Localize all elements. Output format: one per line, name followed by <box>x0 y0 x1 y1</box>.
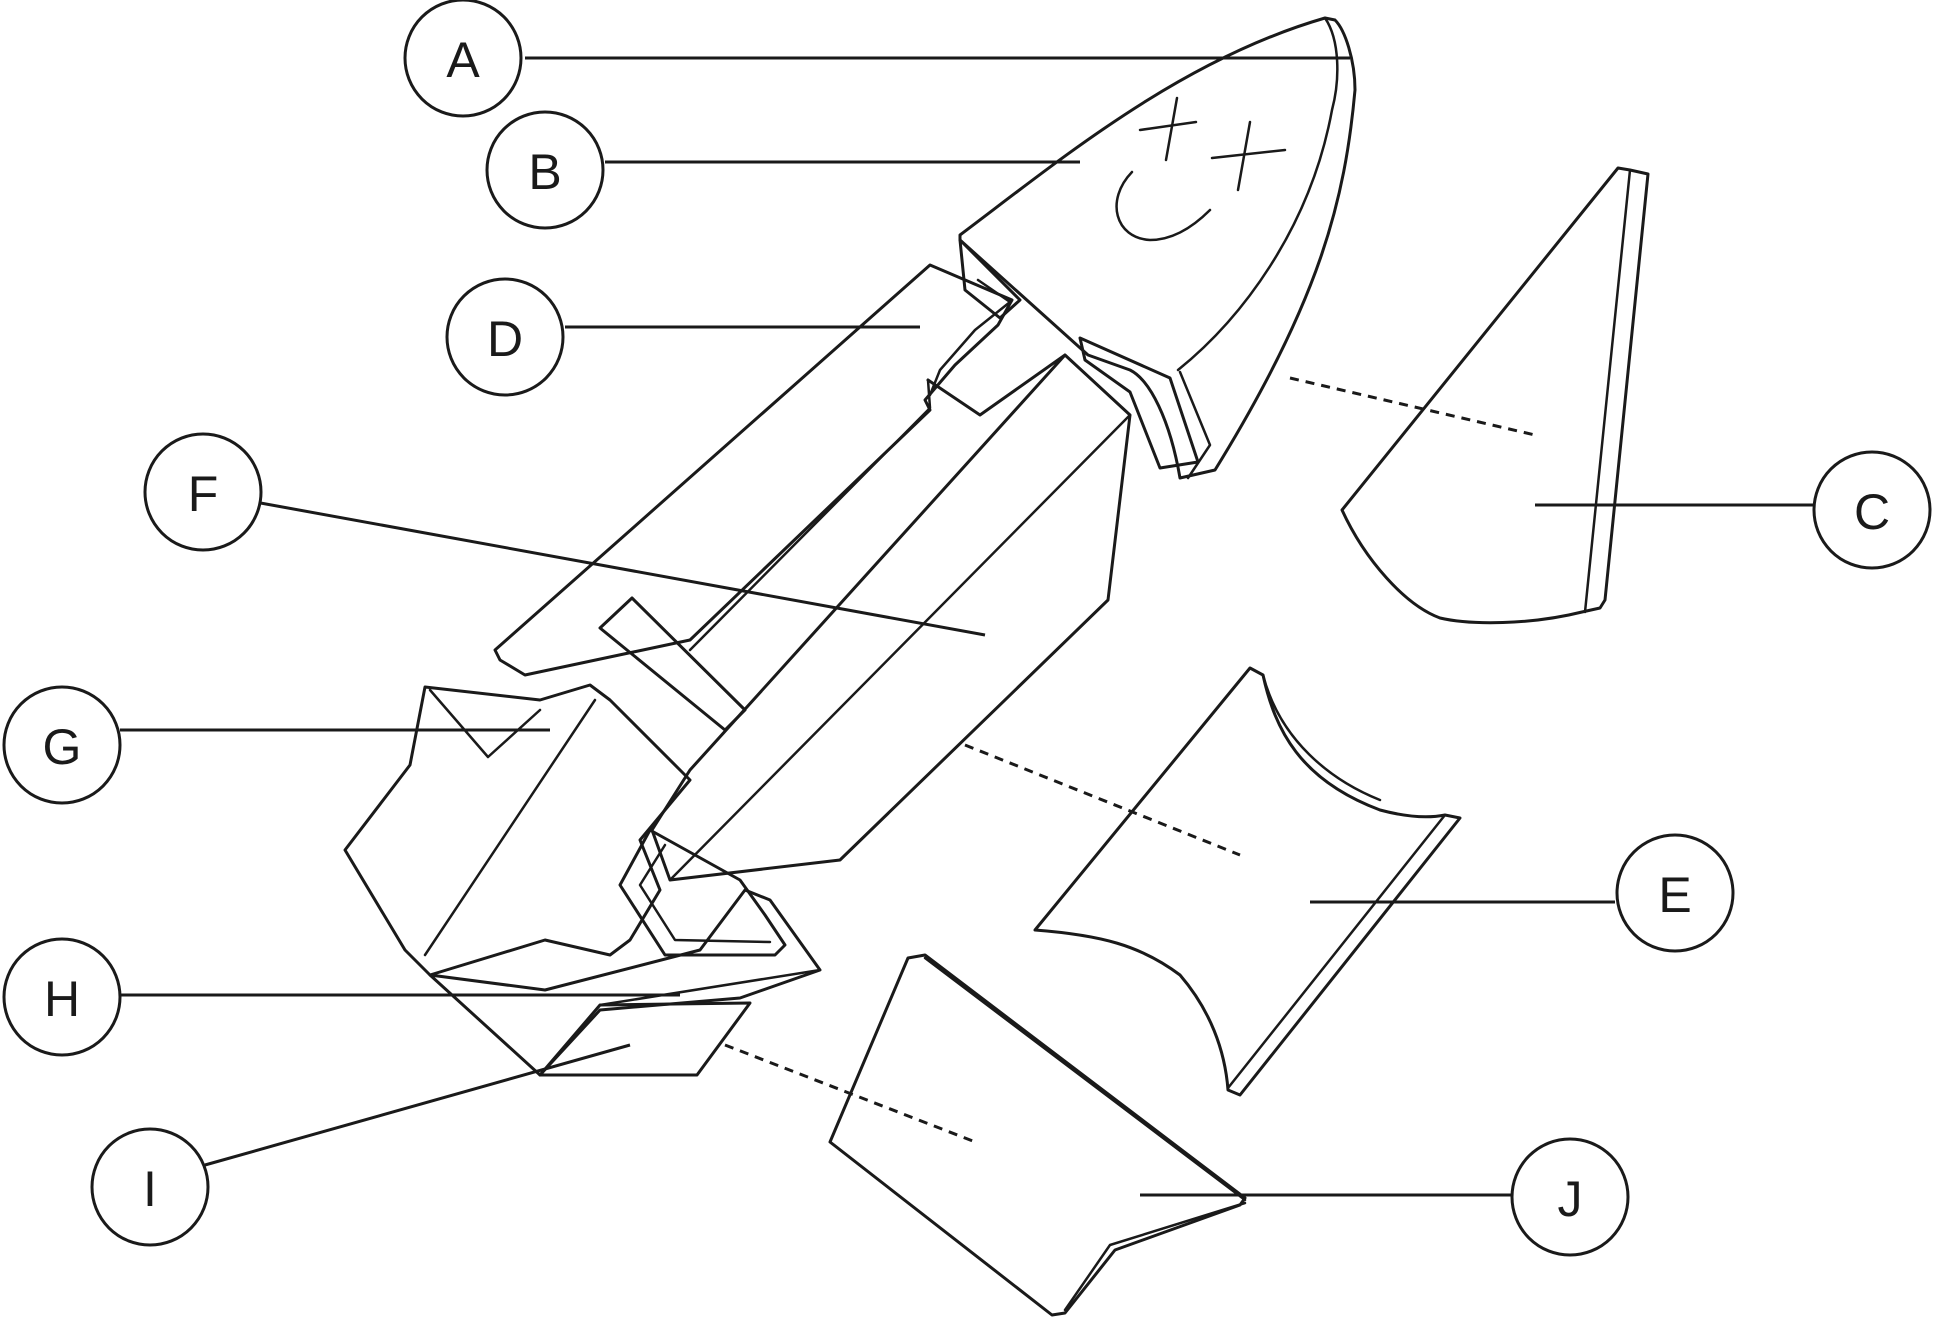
fin-base-h <box>428 888 822 1077</box>
callout-a: A <box>403 0 523 118</box>
callout-e: E <box>1615 833 1735 953</box>
callout-d: D <box>445 277 565 397</box>
callout-c: C <box>1812 450 1932 570</box>
nose-collar <box>958 238 1022 320</box>
callout-i: I <box>90 1127 210 1247</box>
fin-shelf-g-notch <box>428 688 542 759</box>
coupler-block <box>598 596 747 732</box>
rocket-assembly <box>343 16 1357 1077</box>
body-tube-edge <box>1063 353 1132 417</box>
nose-cone-rim <box>1176 16 1339 372</box>
leader-lines <box>115 56 1815 1197</box>
callout-f: F <box>143 432 263 552</box>
body-tube <box>650 353 1132 882</box>
callout-d-label: D <box>487 311 523 367</box>
fin-e <box>1033 666 1462 1097</box>
collar-bracket <box>1078 336 1200 470</box>
fin-base-i <box>538 1001 752 1077</box>
fin-shelf-g <box>343 683 692 977</box>
callout-e-label: E <box>1658 867 1691 923</box>
leader-f <box>254 500 986 637</box>
callouts: A B C D E F G H <box>2 0 1932 1257</box>
callout-h: H <box>2 937 122 1057</box>
nose-cone <box>958 16 1357 480</box>
callout-i-label: I <box>143 1161 157 1217</box>
callout-b-label: B <box>528 144 561 200</box>
fin-c <box>1340 166 1650 625</box>
body-tube-front <box>668 413 1132 882</box>
lower-sleeve <box>618 828 787 957</box>
callout-g-label: G <box>43 719 82 775</box>
callout-c-label: C <box>1854 484 1890 540</box>
callout-b: B <box>485 110 605 230</box>
callout-g: G <box>2 685 122 805</box>
lower-sleeve-inner <box>638 843 772 944</box>
callout-f-label: F <box>188 466 219 522</box>
fin-j <box>828 953 1247 1317</box>
nose-cone-inner-edge <box>1178 370 1212 480</box>
body-tube-top <box>688 378 932 652</box>
smiley-face <box>1115 96 1287 242</box>
callout-j: J <box>1510 1137 1630 1257</box>
fin-d-inner <box>928 278 1012 397</box>
callout-j-label: J <box>1558 1171 1583 1227</box>
callout-a-label: A <box>446 32 480 88</box>
fin-shelf-g-edge <box>423 698 597 957</box>
fin-d <box>493 263 1014 677</box>
leader-i <box>204 1043 631 1167</box>
fin-base-h-edge <box>598 968 822 1007</box>
callout-h-label: H <box>44 971 80 1027</box>
assembly-guides <box>724 376 1536 1145</box>
